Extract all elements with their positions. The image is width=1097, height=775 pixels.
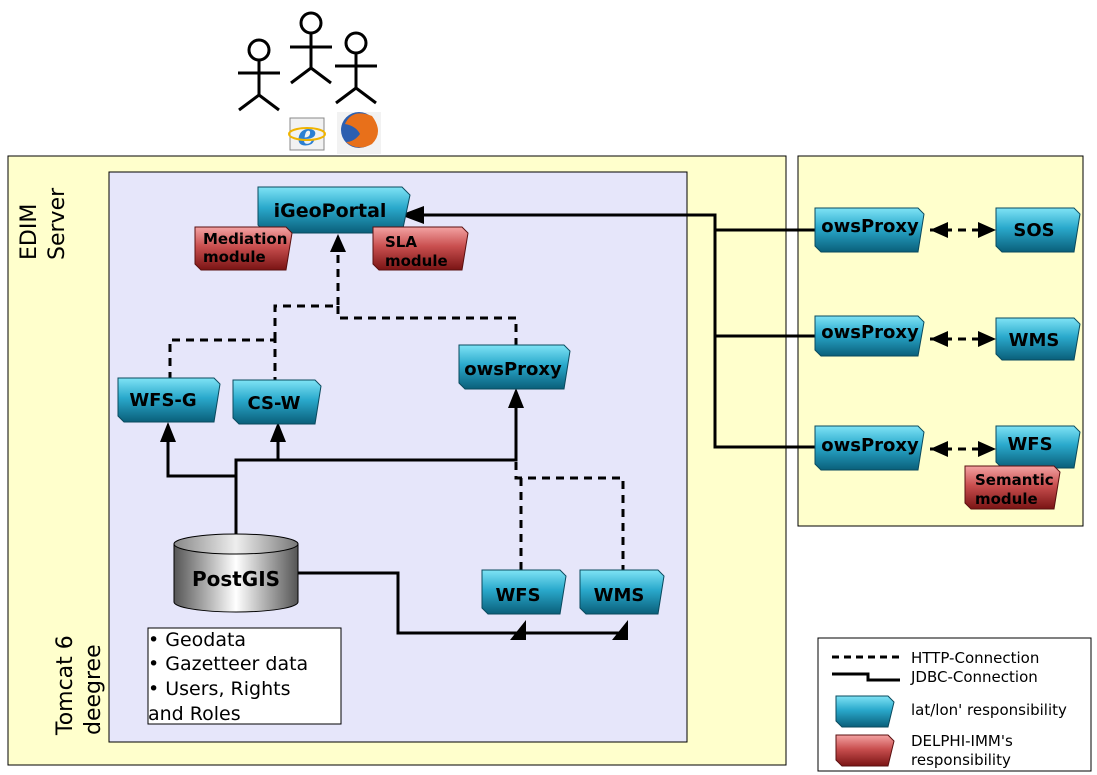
semantic-module-label: Semantic module (975, 471, 1059, 508)
legend-jdbc-label: JDBC-Connection (910, 668, 1038, 686)
legend: HTTP-Connection JDBC-Connection lat/lon'… (817, 637, 1092, 772)
owsproxy-wfs-label: owsProxy (821, 435, 919, 456)
mediation-module-label: Mediation module (203, 230, 293, 266)
sos-label: SOS (1013, 220, 1054, 241)
postgis-database: PostGIS (173, 533, 299, 613)
jdbc-arrowheads (160, 206, 628, 640)
sla-module-component: SLA module (372, 226, 469, 271)
note-gazetteer: • Gazetteer data (148, 653, 308, 675)
users-group (238, 11, 377, 112)
owsproxy-internal-label: owsProxy (464, 359, 562, 380)
data-notes-box: • Geodata • Gazetteer data • Users, Righ… (147, 627, 342, 725)
igeoportal-label: iGeoPortal (274, 200, 387, 222)
user-figure-icon (290, 11, 332, 85)
legend-blue-label: lat/lon' responsibility (911, 701, 1067, 719)
wms-internal-label: WMS (594, 585, 645, 606)
edim-server-label: EDIM Server (17, 187, 70, 260)
owsproxy-internal-component: owsProxy (458, 344, 571, 390)
user-figure-icon (238, 38, 280, 112)
wms-external-label: WMS (1009, 330, 1060, 351)
semantic-module-component: Semantic module (964, 465, 1061, 510)
owsproxy-sos-label: owsProxy (821, 216, 919, 237)
legend-http-label: HTTP-Connection (911, 649, 1039, 667)
postgis-label: PostGIS (192, 567, 280, 591)
wfs-external-component: WFS (995, 425, 1081, 469)
firefox-icon (337, 112, 381, 154)
http-arrowheads (330, 222, 996, 457)
csw-label: CS-W (247, 393, 300, 414)
wfs-external-label: WFS (1007, 434, 1052, 455)
wms-external-component: WMS (995, 317, 1081, 361)
wfs-g-label: WFS-G (129, 390, 196, 411)
owsproxy-wfs-component: owsProxy (814, 425, 925, 471)
note-geodata: • Geodata (148, 629, 246, 651)
owsproxy-wms-label: owsProxy (821, 322, 919, 343)
sla-module-label: SLA module (385, 233, 448, 270)
internet-explorer-icon: e (288, 117, 326, 153)
legend-red-swatch (835, 734, 895, 767)
note-and-roles: and Roles (148, 703, 241, 725)
svg-text:• Geodata • Gazetteer da: • Geodata • Gazetteer data • Users, Righ… (148, 629, 314, 725)
legend-red-label: DELPHI-IMM's responsibility (911, 732, 1018, 769)
wfs-internal-component: WFS (481, 569, 567, 615)
wfs-g-component: WFS-G (117, 377, 221, 423)
wms-internal-component: WMS (579, 569, 665, 615)
legend-blue-swatch (835, 695, 895, 728)
tomcat-label: Tomcat 6 deegree (53, 628, 106, 736)
jdbc-connections (166, 213, 815, 635)
legend-jdbc-line (832, 672, 900, 682)
note-users-rights: • Users, Rights (148, 678, 290, 700)
wfs-internal-label: WFS (495, 585, 540, 606)
csw-component: CS-W (232, 379, 322, 425)
svg-text:e: e (297, 118, 316, 153)
igeoportal-component: iGeoPortal (257, 186, 411, 234)
user-figure-icon (335, 31, 377, 105)
sos-component: SOS (995, 207, 1081, 253)
mediation-module-component: Mediation module (194, 226, 293, 271)
owsproxy-sos-component: owsProxy (814, 207, 925, 253)
owsproxy-wms-component: owsProxy (814, 315, 925, 357)
